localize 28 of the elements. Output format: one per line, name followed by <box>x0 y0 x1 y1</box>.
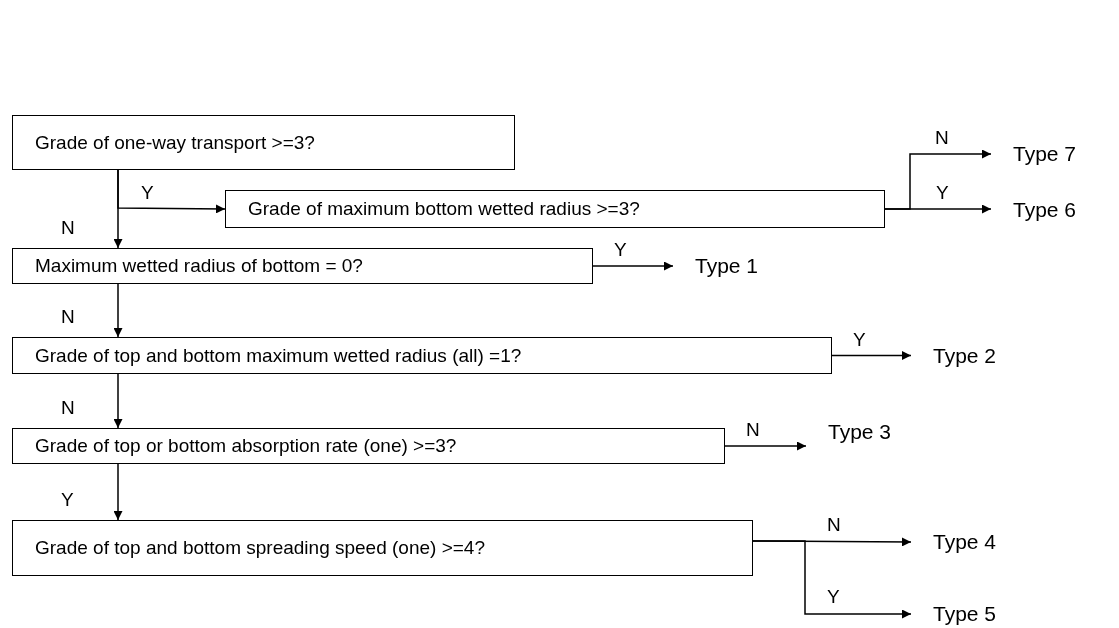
question-text: Grade of maximum bottom wetted radius >=3? <box>248 198 640 220</box>
arrow <box>113 169 123 249</box>
arrow <box>724 441 807 451</box>
outcome-label: Type 2 <box>933 342 1023 370</box>
question-text: Grade of top and bottom spreading speed (one) >=4? <box>35 537 485 559</box>
arrow <box>592 261 674 271</box>
question-text: Grade of top or bottom absorption rate (one) >=3? <box>35 435 457 457</box>
outcome-label: Type 1 <box>695 252 775 280</box>
decision-box <box>12 520 753 576</box>
decision-box <box>225 190 885 228</box>
outcome-label: Type 3 <box>828 418 918 446</box>
decision-box <box>12 248 593 284</box>
decision-box <box>12 428 725 464</box>
decision-box <box>12 115 515 170</box>
outcome-label: Type 5 <box>933 600 1023 628</box>
arrow <box>113 373 123 429</box>
outcome-label: Type 7 <box>1013 140 1103 168</box>
outcome-label: Type 4 <box>933 528 1023 556</box>
arrow <box>113 463 123 521</box>
question-text: Grade of one-way transport >=3? <box>35 131 315 154</box>
arrow <box>831 351 912 360</box>
outcome-label: Type 6 <box>1013 196 1103 224</box>
arrow <box>884 204 992 214</box>
arrow <box>113 283 123 338</box>
decision-box <box>12 337 832 374</box>
question-text: Grade of top and bottom maximum wetted radius (all) =1? <box>35 344 522 367</box>
question-text: Maximum wetted radius of bottom = 0? <box>35 255 363 277</box>
arrow <box>752 540 912 619</box>
